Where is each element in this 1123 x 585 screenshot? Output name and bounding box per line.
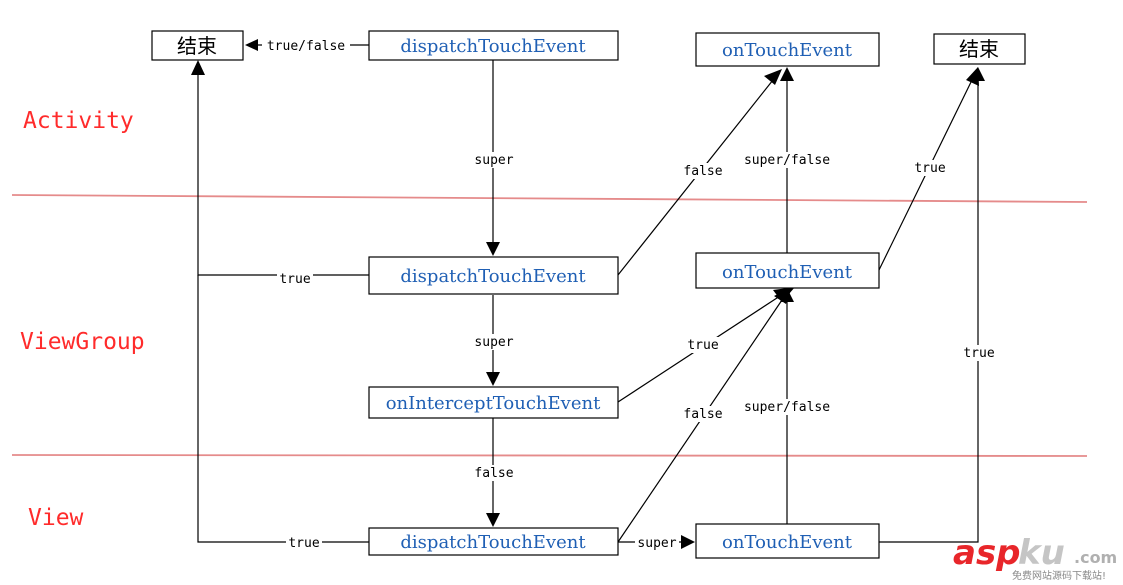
node-activity-dispatch: dispatchTouchEvent xyxy=(368,30,619,61)
node-view-ontouch-label: onTouchEvent xyxy=(722,532,853,553)
layer-label-viewgroup: ViewGroup xyxy=(20,329,145,355)
edge-view-dispatch-to-end xyxy=(197,275,369,543)
arrowhead xyxy=(245,39,258,51)
separator-viewgroup-view xyxy=(11,454,1088,457)
arrowhead xyxy=(486,372,500,386)
node-vg-ontouch-label: onTouchEvent xyxy=(722,262,853,283)
node-view-dispatch-label: dispatchTouchEvent xyxy=(400,532,586,553)
node-vg-intercept: onInterceptTouchEvent xyxy=(368,386,619,419)
node-end-left: 结束 xyxy=(151,30,244,61)
edge-label-view-ontouch-to-end-right: true xyxy=(963,346,994,361)
edge-vg-dispatch-to-end xyxy=(197,75,369,276)
edge-labels: true/false super true super false true s… xyxy=(262,37,998,551)
arrowhead xyxy=(486,513,500,527)
node-activity-ontouch: onTouchEvent xyxy=(695,32,880,67)
arrowhead xyxy=(764,69,782,85)
edge-label-vg-dispatch-to-end: true xyxy=(279,272,310,287)
node-vg-dispatch-label: dispatchTouchEvent xyxy=(400,266,586,287)
edge-label-intercept-to-view-dispatch: false xyxy=(474,466,513,481)
edge-label-intercept-to-vg-ontouch: true xyxy=(687,338,718,353)
node-activity-ontouch-label: onTouchEvent xyxy=(722,40,853,61)
edge-label-view-ontouch-to-vg-ontouch: super/false xyxy=(744,400,830,415)
node-vg-intercept-label: onInterceptTouchEvent xyxy=(386,393,601,414)
arrowhead xyxy=(486,242,500,256)
edge-label-vg-dispatch-to-intercept: super xyxy=(474,335,513,350)
edge-view-ontouch-to-end-right xyxy=(879,81,979,543)
watermark-tagline: 免费网站源码下载站! xyxy=(1012,569,1106,582)
node-activity-dispatch-label: dispatchTouchEvent xyxy=(400,36,586,57)
node-view-ontouch: onTouchEvent xyxy=(695,523,880,559)
watermark-brand-b: ku xyxy=(1018,533,1065,573)
layer-label-activity: Activity xyxy=(23,108,134,134)
watermark-brand-a: asp xyxy=(953,533,1021,573)
node-vg-ontouch: onTouchEvent xyxy=(695,252,880,289)
arrowhead xyxy=(971,67,985,81)
edge-label-view-dispatch-to-view-ontouch: super xyxy=(637,536,676,551)
arrowhead xyxy=(780,288,794,302)
edge-label-view-dispatch-to-vg-ontouch: false xyxy=(683,407,722,422)
node-vg-dispatch: dispatchTouchEvent xyxy=(368,256,619,295)
edge-label-act-dispatch-to-vg-dispatch: super xyxy=(474,153,513,168)
node-end-right-label: 结束 xyxy=(959,37,999,61)
edge-label-view-dispatch-to-end: true xyxy=(288,536,319,551)
arrowhead xyxy=(780,67,794,81)
separator-activity-viewgroup xyxy=(11,194,1088,203)
edge-label-act-dispatch-to-end: true/false xyxy=(267,39,345,54)
watermark-logo: asp ku .com 免费网站源码下载站! xyxy=(953,533,1117,582)
edge-label-vg-ontouch-to-end-right: true xyxy=(914,161,945,176)
watermark-brand-c: .com xyxy=(1074,548,1117,567)
node-end-left-label: 结束 xyxy=(177,34,217,58)
arrowhead xyxy=(191,60,205,75)
node-view-dispatch: dispatchTouchEvent xyxy=(368,527,619,556)
arrowhead xyxy=(681,535,695,549)
layer-label-view: View xyxy=(28,505,84,531)
node-end-right: 结束 xyxy=(933,33,1026,65)
edge-label-vg-dispatch-to-act-ontouch: false xyxy=(683,164,722,179)
edge-label-vg-ontouch-to-act-ontouch: super/false xyxy=(744,153,830,168)
